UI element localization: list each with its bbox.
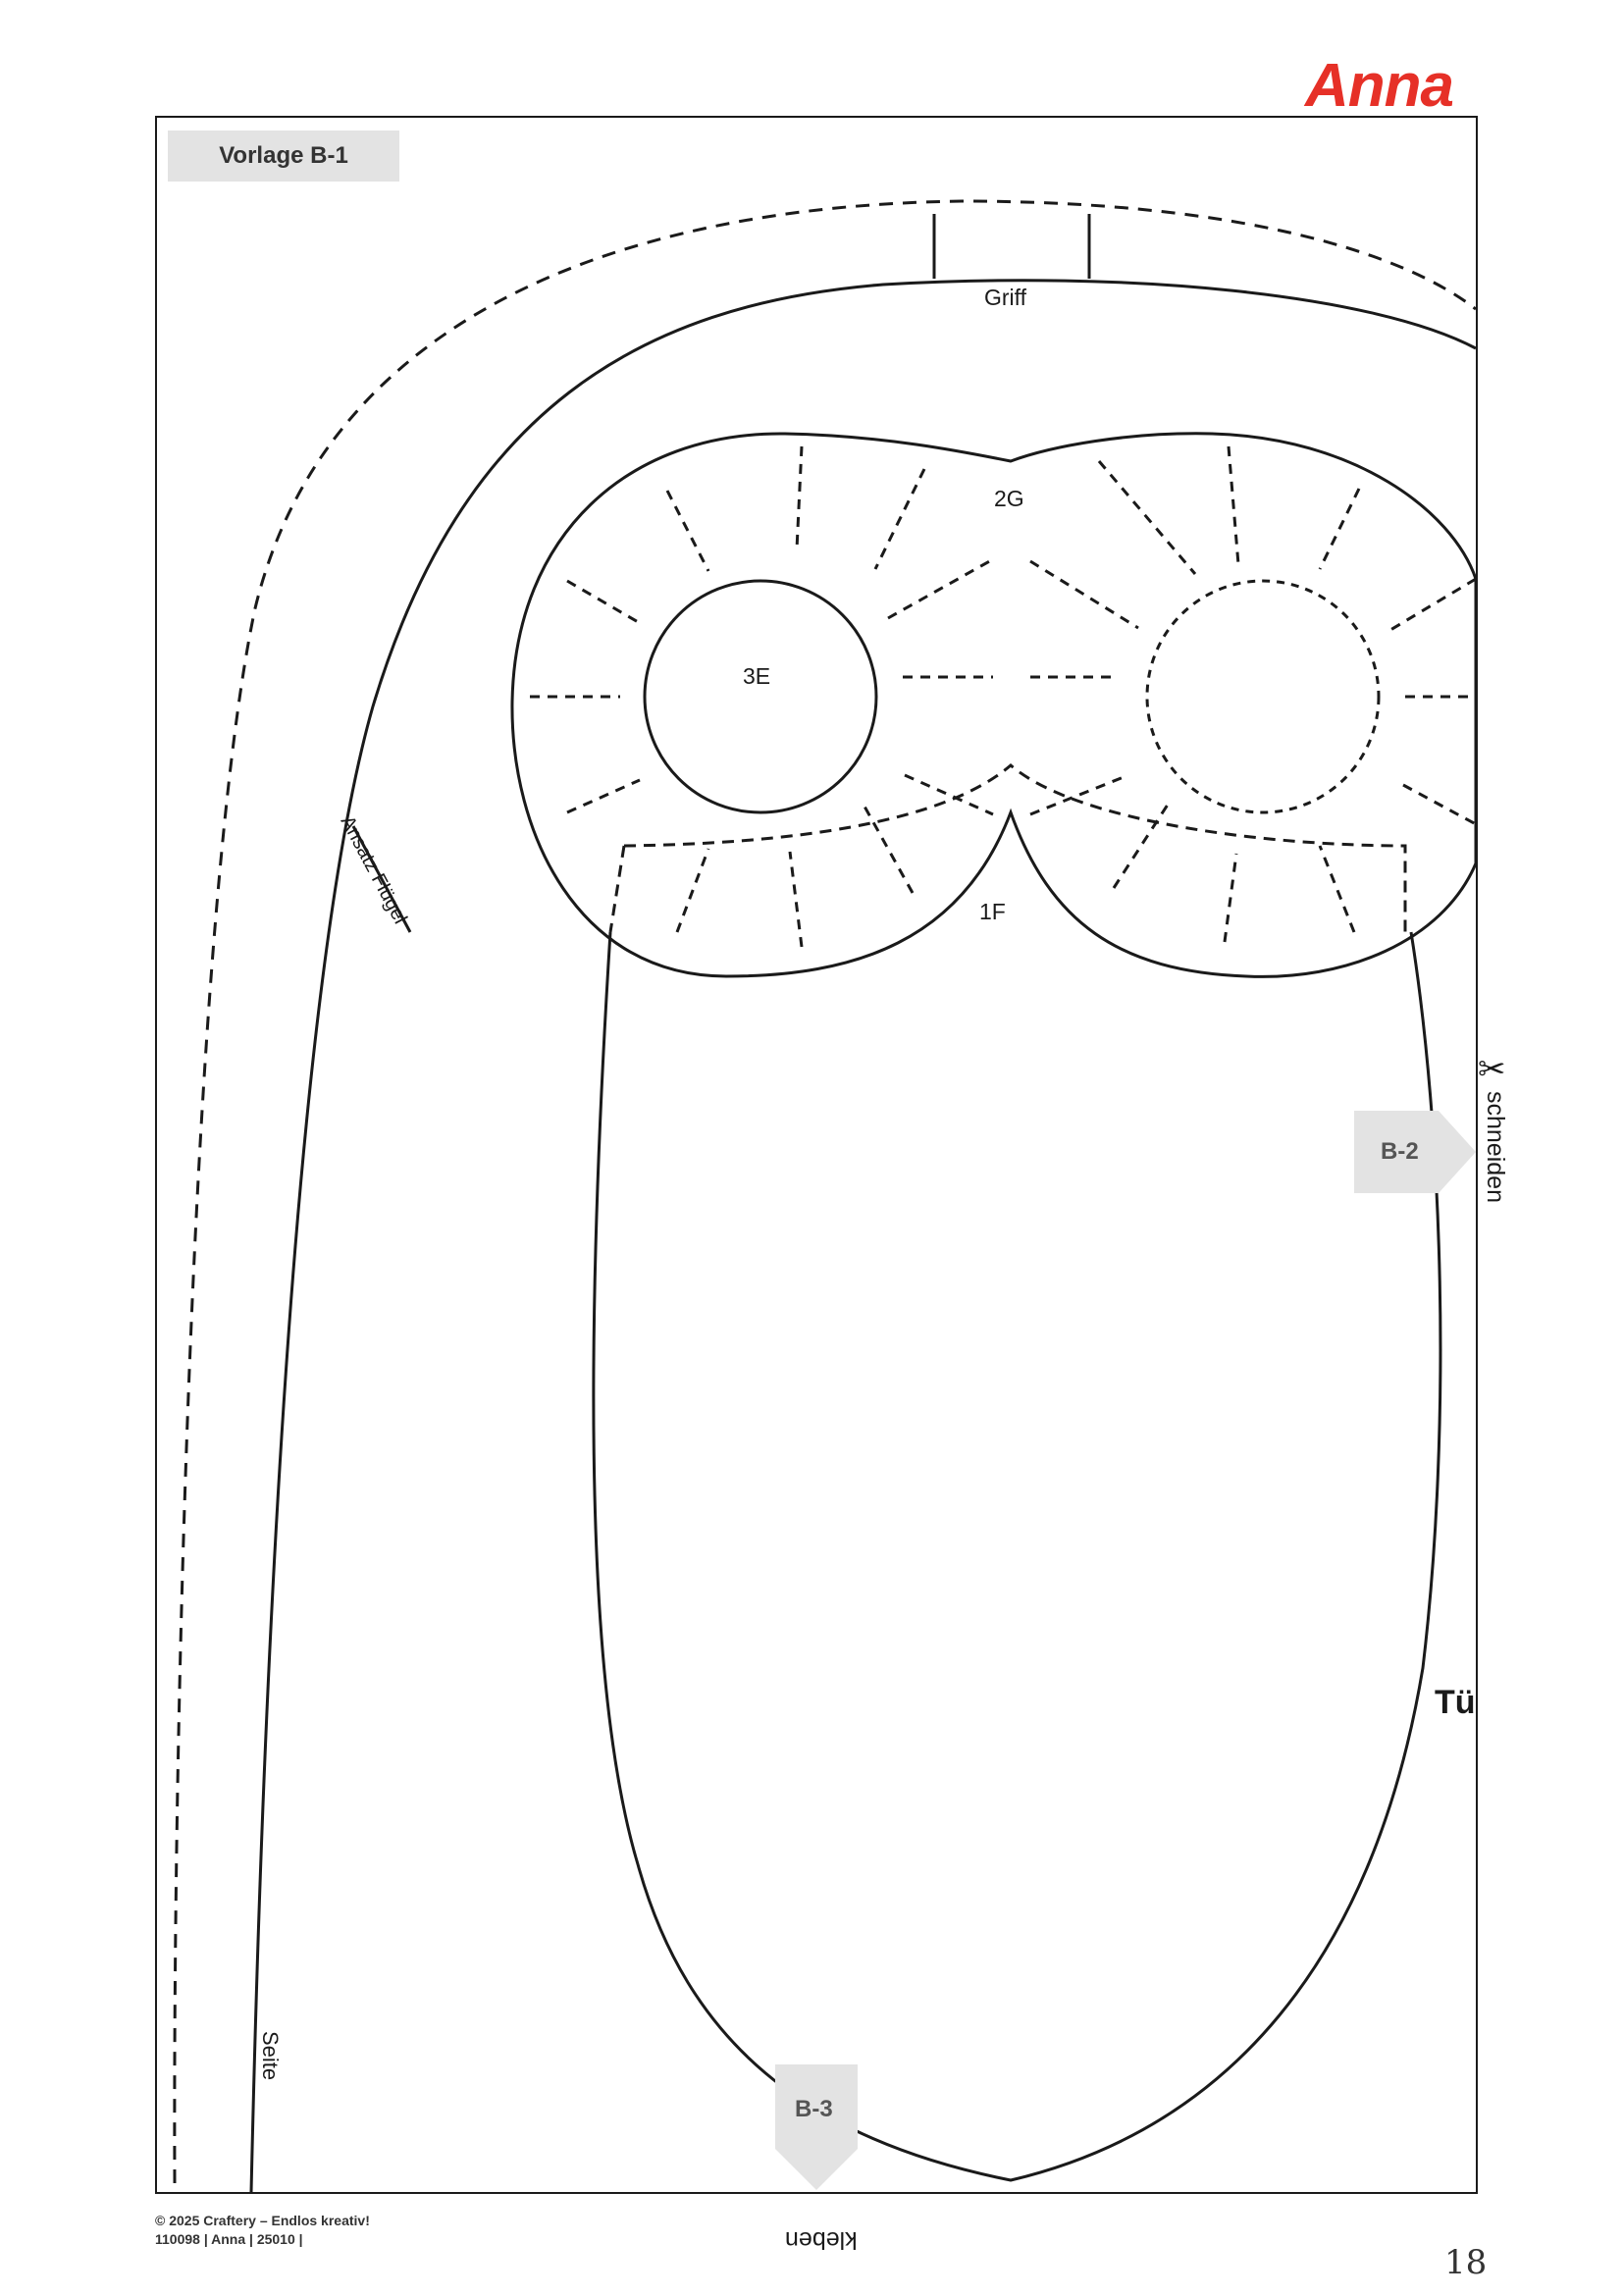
pupil-label: 3E xyxy=(743,663,771,689)
belly-outline xyxy=(592,931,1442,2182)
wing-marker xyxy=(351,825,412,933)
eye-rays-left xyxy=(530,445,994,948)
partial-title: Tü xyxy=(1435,1684,1476,1721)
seam-allowance-line xyxy=(173,199,1477,2184)
pupil-left xyxy=(643,579,878,814)
face-label: 1F xyxy=(979,899,1006,924)
eye-mask-outline xyxy=(510,432,1478,978)
pupil-right xyxy=(1145,579,1381,814)
cut-instruction: schneiden xyxy=(1482,1091,1509,1203)
side-label: Seite xyxy=(258,2031,283,2081)
template-frame xyxy=(155,116,1478,2194)
connector-bottom-label: B-3 xyxy=(795,2096,833,2122)
footer: © 2025 Craftery – Endlos kreativ! 110098… xyxy=(155,2212,370,2249)
connector-arrow-bottom xyxy=(775,2064,858,2190)
face-line xyxy=(608,763,1407,933)
footer-code: 110098 | Anna | 25010 | xyxy=(155,2231,303,2247)
glue-instruction: kleben xyxy=(785,2226,858,2254)
griff-label: Griff xyxy=(984,285,1027,310)
anna-logo: Anna xyxy=(1305,52,1454,120)
eyes-label: 2G xyxy=(994,486,1024,511)
footer-copyright: © 2025 Craftery – Endlos kreativ! xyxy=(155,2213,370,2228)
connector-right-label: B-2 xyxy=(1381,1138,1419,1165)
eye-rays-right xyxy=(1029,445,1477,943)
body-outline xyxy=(249,279,1477,2193)
scissors-icon: ✂ xyxy=(1478,1051,1506,1088)
page-number: 18 xyxy=(1444,2243,1488,2282)
template-label: Vorlage B-1 xyxy=(168,130,399,182)
connector-arrow-right xyxy=(1354,1111,1476,1193)
